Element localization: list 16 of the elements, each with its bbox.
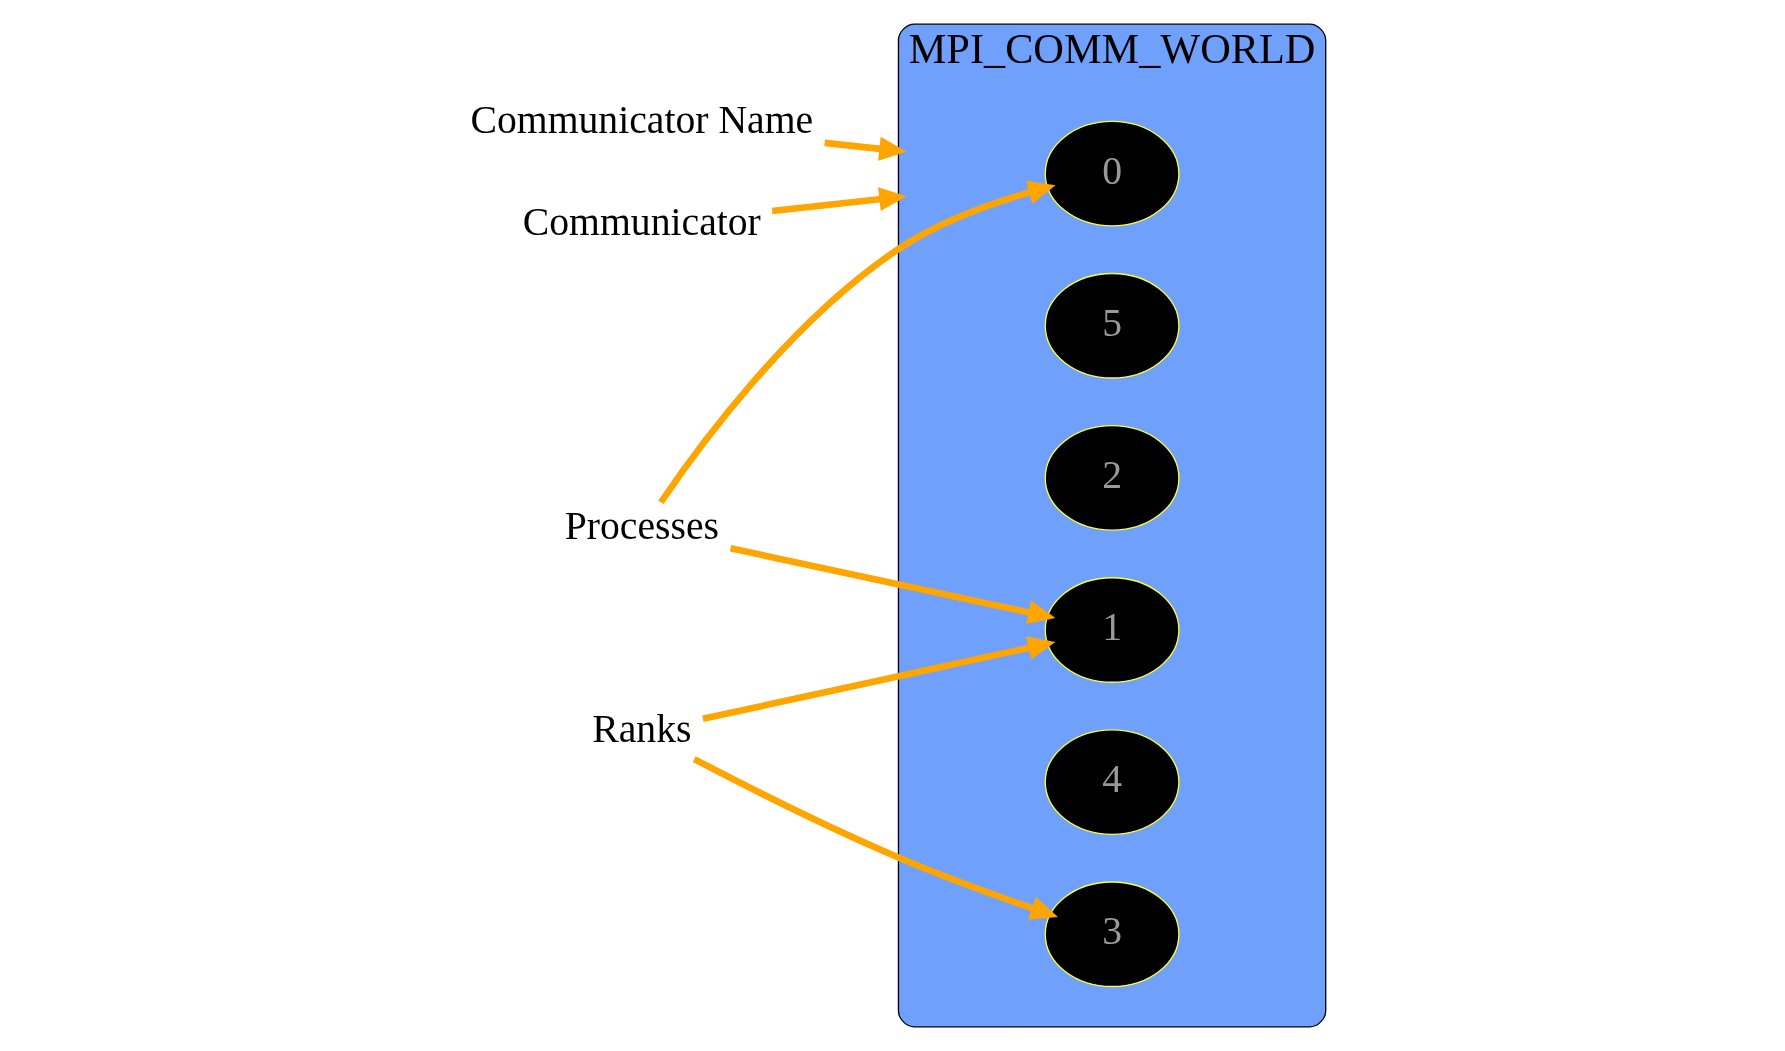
- arrow: [729, 545, 1056, 625]
- node-ellipse: 4: [1044, 729, 1180, 836]
- arrow: [658, 180, 1056, 505]
- arrow: [771, 187, 907, 215]
- node-ellipse: 3: [1044, 881, 1180, 988]
- node-ellipse: 5: [1044, 272, 1180, 379]
- node-ellipse: 0: [1044, 120, 1180, 227]
- arrow: [692, 756, 1058, 920]
- node-text: Processes: [564, 504, 719, 549]
- node-ellipse: 2: [1044, 424, 1180, 531]
- node-text: Communicator: [522, 200, 761, 245]
- arrow: [824, 136, 907, 161]
- node-text: Ranks: [592, 706, 692, 751]
- node-ellipse: 1: [1044, 577, 1180, 683]
- node-text: Communicator Name: [470, 98, 814, 143]
- arrow: [702, 636, 1056, 723]
